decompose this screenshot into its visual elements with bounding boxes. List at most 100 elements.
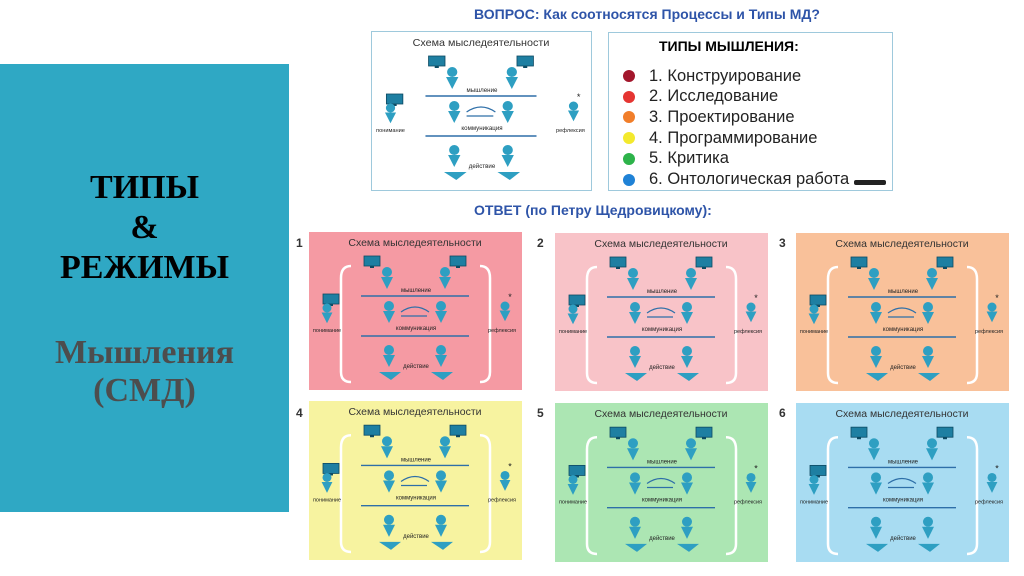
person-icon — [926, 438, 938, 461]
bracket-left — [585, 265, 598, 385]
label-thinking: мышление — [401, 457, 432, 463]
monitor-icon — [609, 426, 627, 440]
person-icon — [499, 470, 511, 491]
title-line-1: ТИПЫ — [90, 169, 199, 206]
person-icon — [627, 438, 639, 461]
person-icon — [505, 67, 518, 89]
label-action: действие — [649, 535, 675, 542]
person-icon — [567, 304, 579, 325]
person-icon — [681, 346, 693, 368]
person-icon — [383, 470, 395, 493]
action-base — [625, 373, 647, 381]
person-icon — [808, 474, 820, 495]
label-reflection: рефлексия — [488, 328, 516, 334]
type-item-2: 2. Исследование — [623, 87, 778, 107]
monitor-icon — [428, 55, 446, 68]
person-icon — [868, 268, 880, 290]
person-icon — [499, 301, 511, 322]
type-color-dot — [623, 111, 635, 124]
reflection-star: * — [754, 463, 758, 473]
exchange-arrow — [646, 477, 676, 484]
title-panel: ТИПЫ & РЕЖИМЫ Мышления (СМД) — [0, 64, 289, 512]
label-action: действие — [890, 364, 916, 371]
title-line-2: & — [130, 209, 159, 246]
label-understanding: понимание — [800, 329, 828, 335]
label-communication: коммуникация — [396, 496, 436, 502]
scheme-title: Схема мыследеятельности — [835, 238, 968, 250]
bracket-left — [403, 64, 416, 184]
label-reflection: рефлексия — [975, 500, 1003, 506]
monitor-icon — [363, 255, 381, 268]
monitor-icon — [695, 426, 713, 440]
label-reflection: рефлексия — [734, 329, 762, 335]
panel-number-1: 1 — [296, 236, 303, 250]
label-action: действие — [403, 533, 429, 540]
question-heading: ВОПРОС: Как соотносятся Процессы и Типы … — [474, 6, 820, 22]
action-base — [379, 372, 401, 380]
person-icon — [745, 472, 757, 493]
person-icon — [681, 472, 693, 495]
exchange-arrow — [887, 307, 917, 314]
label-thinking: мышление — [888, 459, 919, 465]
monitor-icon — [363, 424, 381, 438]
type-item-6: 6. Онтологическая работа — [623, 170, 849, 190]
action-base — [677, 543, 699, 552]
type-label: 5. Критика — [649, 149, 729, 168]
bracket-left — [826, 435, 839, 556]
bracket-right — [479, 264, 492, 384]
bracket-right — [966, 435, 979, 556]
person-icon — [868, 438, 880, 461]
subtitle-line-2: (СМД) — [93, 372, 196, 409]
scheme-title: Схема мыследеятельности — [348, 406, 481, 418]
label-thinking: мышление — [467, 87, 499, 94]
label-communication: коммуникация — [883, 327, 923, 333]
reflection-star: * — [995, 463, 999, 473]
person-icon — [435, 301, 447, 323]
person-icon — [383, 345, 395, 367]
person-icon — [435, 345, 447, 367]
person-icon — [922, 302, 934, 324]
label-communication: коммуникация — [642, 327, 682, 333]
monitor-icon — [850, 426, 868, 440]
panel-background — [309, 401, 522, 560]
type-label: 4. Программирование — [649, 128, 818, 147]
label-understanding: понимание — [313, 328, 341, 334]
type-color-dot — [623, 132, 635, 145]
label-thinking: мышление — [647, 289, 678, 295]
label-action: действие — [469, 163, 496, 170]
bracket-left — [826, 265, 839, 385]
subtitle-line-1: Мышления — [54, 334, 235, 371]
panel-background — [555, 403, 768, 562]
person-icon — [381, 436, 393, 459]
label-communication: коммуникация — [883, 498, 923, 504]
exchange-arrow — [400, 475, 430, 482]
person-icon — [501, 101, 514, 123]
person-icon — [629, 302, 641, 324]
scheme-title: Схема мыследеятельности — [348, 237, 481, 249]
person-icon — [629, 516, 641, 539]
label-understanding: понимание — [800, 500, 828, 506]
action-base — [866, 543, 888, 552]
exchange-arrow — [887, 477, 917, 484]
person-icon — [435, 470, 447, 493]
answer-heading: ОТВЕТ (по Петру Щедровицкому): — [474, 202, 712, 218]
person-icon — [448, 101, 461, 123]
monitor-icon — [809, 464, 827, 478]
person-icon — [321, 303, 333, 324]
panel-number-2: 2 — [537, 236, 544, 250]
person-icon — [870, 346, 882, 368]
person-icon — [986, 302, 998, 323]
label-reflection: рефлексия — [556, 128, 585, 134]
exchange-arrow — [400, 306, 430, 313]
scheme-diagram-4: Схема мыследеятельности мышление коммуника… — [309, 401, 522, 560]
person-icon — [383, 301, 395, 323]
scheme-title: Схема мыследеятельности — [835, 408, 968, 420]
reflection-star: * — [508, 292, 512, 302]
panel-number-6: 6 — [779, 406, 786, 420]
person-icon — [567, 474, 579, 495]
panel-background — [796, 403, 1009, 562]
panel-background — [555, 233, 768, 391]
person-icon — [629, 472, 641, 495]
person-icon — [926, 268, 938, 290]
